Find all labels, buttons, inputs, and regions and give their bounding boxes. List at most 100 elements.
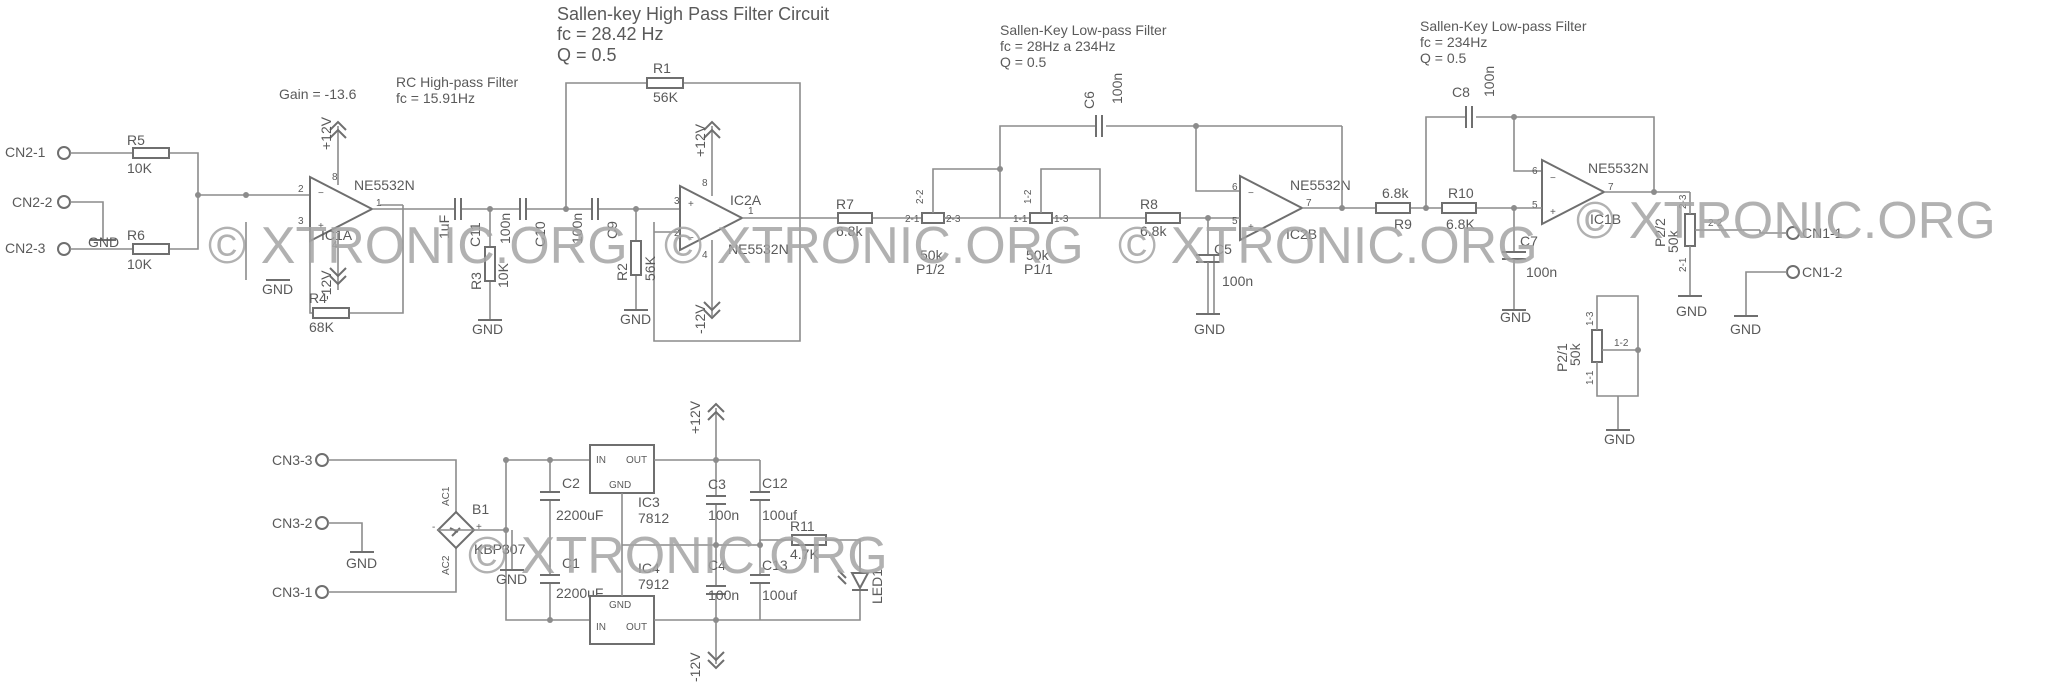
- c4-name: C4: [708, 557, 726, 573]
- cn3-1-pad: [315, 585, 329, 599]
- resistor-r8: [1145, 212, 1181, 224]
- watermark-1: © XTRONIC.ORG: [208, 217, 628, 275]
- c5-name: C5: [1214, 241, 1232, 257]
- c7-value: 100n: [1526, 264, 1557, 280]
- ic1a-name: IC1A: [321, 227, 353, 243]
- ic3-value: 7812: [638, 510, 669, 526]
- hp-filter-fc: fc = 28.42 Hz: [557, 24, 664, 44]
- ic2a-pin3: 3: [674, 196, 680, 207]
- p12-pin23: 2-3: [946, 214, 961, 225]
- ic3-name: IC3: [638, 494, 660, 510]
- capacitor-c6: [1095, 115, 1103, 137]
- ic3-in: IN: [596, 455, 606, 466]
- ps-vneg: -12V: [687, 652, 703, 682]
- opamp-ic2a: + − 3 2 1 8 4 IC2A NE5532N: [674, 178, 789, 261]
- c13-name: C13: [762, 557, 788, 573]
- p11-value: 50k: [1026, 247, 1050, 263]
- p11-pin12: 1-2: [1023, 189, 1034, 204]
- hp-filter-q: Q = 0.5: [557, 45, 617, 65]
- ic3-out: OUT: [626, 455, 647, 466]
- cn2-2-pad: [57, 195, 71, 209]
- cn2-3-label: CN2-3: [5, 240, 46, 256]
- r11-value: 4.7K: [790, 546, 819, 562]
- c8-value: 100n: [1481, 66, 1497, 97]
- ic4-name: IC4: [638, 560, 660, 576]
- p22-name: P2/2: [1652, 218, 1668, 247]
- r5-name: R5: [127, 132, 145, 148]
- watermark-3: © XTRONIC.ORG: [1118, 217, 1538, 275]
- p11-pin13: 1-3: [1054, 214, 1069, 225]
- r10-value: 6.8K: [1446, 216, 1475, 232]
- r6-value: 10K: [127, 256, 153, 272]
- c11-name: C11: [467, 222, 483, 247]
- cn2-1-label: CN2-1: [5, 144, 46, 160]
- cn3-3-label: CN3-3: [272, 452, 313, 468]
- r1-value: 56K: [653, 89, 679, 105]
- r9-value: 6.8k: [1382, 185, 1409, 201]
- r1-name: R1: [653, 60, 671, 76]
- r3-name: R3: [468, 272, 484, 290]
- ic2a-vneg: -12V: [692, 304, 708, 334]
- resistor-r4: [312, 307, 350, 319]
- ic1a-pin4: 4: [332, 240, 338, 251]
- ic2b-pin7: 7: [1306, 198, 1312, 209]
- rc-filter-title: RC High-pass Filter: [396, 74, 518, 90]
- r10-name: R10: [1448, 185, 1474, 201]
- led-led1: LED1: [837, 569, 885, 604]
- r8-name: R8: [1140, 196, 1158, 212]
- r2-value: 56K: [642, 255, 658, 281]
- c10-value: 100n: [497, 213, 513, 244]
- resistor-r7: [837, 212, 873, 224]
- ic2a-pin2: 2: [674, 228, 680, 239]
- p12-pin22: 2-2: [915, 189, 926, 204]
- ic2b-pin5: 5: [1232, 216, 1238, 227]
- capacitor-c11: [454, 198, 462, 220]
- c3-name: C3: [708, 476, 726, 492]
- gain-label: Gain = -13.6: [279, 86, 357, 102]
- ic1b-pin7: 7: [1608, 182, 1614, 193]
- ic2a-pin1: 1: [748, 206, 754, 217]
- resistor-r10: [1441, 202, 1477, 214]
- b1-name: B1: [472, 501, 489, 517]
- svg-text:+: +: [1550, 207, 1556, 218]
- svg-text:−: −: [1550, 173, 1556, 184]
- c4-value: 100n: [708, 587, 739, 603]
- connector-cn1: CN1-1 CN1-2: [1786, 225, 1843, 280]
- b1-ac2: AC2: [441, 555, 452, 575]
- watermark-5: © XTRONIC.ORG: [468, 527, 888, 585]
- capacitor-c2: [540, 491, 560, 501]
- r4-name: R4: [309, 290, 327, 306]
- resistor-r2: [630, 240, 642, 276]
- gnd-cn2-label: GND: [88, 234, 119, 250]
- cn2-2-label: CN2-2: [12, 194, 53, 210]
- ic1b-pin5: 5: [1532, 200, 1538, 211]
- c9-name: C9: [604, 221, 620, 239]
- c6-value: 100n: [1109, 73, 1125, 104]
- r7-value: 6.8k: [836, 223, 863, 239]
- capacitor-c9: [591, 198, 599, 220]
- r6-name: R6: [127, 227, 145, 243]
- cn2-3-pad: [57, 242, 71, 256]
- potentiometer-p1-2: 2-1 2-3 2-2 50k P1/2: [905, 185, 961, 277]
- r8-value: 6.8k: [1140, 223, 1167, 239]
- c3-value: 100n: [708, 507, 739, 523]
- connector-cn3: CN3-3 CN3-2 CN3-1: [272, 452, 329, 600]
- potentiometer-p2-1: 1-3 1-1 1-2 P2/1 50k: [1554, 295, 1641, 430]
- resistor-r3: [484, 246, 496, 282]
- ic2a-pin8: 8: [702, 178, 708, 189]
- resistor-r6: [132, 243, 170, 255]
- ic1a-vpos: +12V: [318, 116, 334, 150]
- p22-pin21: 2-1: [1678, 257, 1689, 272]
- r9-name: R9: [1394, 216, 1412, 232]
- gnd-r2-label: GND: [620, 311, 651, 327]
- ic2b-pin6: 6: [1232, 182, 1238, 193]
- cn1-2-pad: [1786, 265, 1800, 279]
- opamp-ic2b: − + 6 5 7 NE5532N IC2B: [1232, 174, 1351, 242]
- cn1-1-label: CN1-1: [1802, 225, 1843, 241]
- p12-name: P1/2: [916, 261, 945, 277]
- r5-value: 10K: [127, 160, 153, 176]
- resistor-r11: [791, 534, 827, 546]
- ic4-gnd: GND: [609, 600, 631, 611]
- p22-pin23: 2-3: [1678, 194, 1689, 209]
- ic1b-type: NE5532N: [1588, 160, 1649, 176]
